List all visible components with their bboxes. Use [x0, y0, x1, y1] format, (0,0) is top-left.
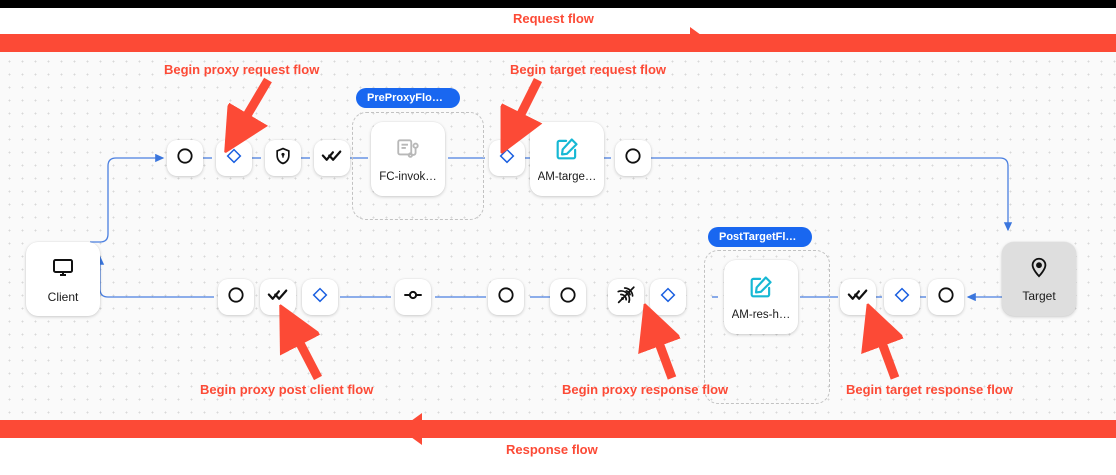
blue-diamond-icon: [311, 286, 329, 309]
circle-icon: [623, 146, 643, 171]
annotation-begin-proxy-response-flow: Begin proxy response flow: [562, 382, 729, 397]
request-flow-arrowhead: [690, 27, 712, 59]
double-check-icon: [267, 284, 289, 311]
step-rq-3[interactable]: [265, 140, 301, 176]
circle-icon: [226, 285, 246, 310]
response-flow-label: Response flow: [506, 442, 598, 457]
annotation-begin-proxy-post-client-flow: Begin proxy post client flow: [200, 382, 374, 397]
client-endpoint-label: Client: [47, 289, 79, 304]
step-rs-3[interactable]: [302, 279, 338, 315]
annotation-begin-target-request-flow: Begin target request flow: [510, 62, 667, 77]
step-rs-12[interactable]: [928, 279, 964, 315]
blue-diamond-icon: [225, 147, 243, 170]
edge-layer: [90, 153, 1036, 305]
step-rq-6[interactable]: [489, 140, 525, 176]
blue-diamond-icon: [498, 147, 516, 170]
circle-icon: [496, 285, 516, 310]
response-flow-bar: [0, 420, 1116, 438]
step-rs-5[interactable]: [488, 279, 524, 315]
circle-icon: [175, 146, 195, 171]
step-rs-10[interactable]: [840, 279, 876, 315]
blue-diamond-icon: [893, 286, 911, 309]
double-check-icon: [321, 145, 343, 172]
group-preproxyflowhook[interactable]: [352, 112, 484, 220]
request-flow-label: Request flow: [513, 11, 594, 26]
step-rq-5[interactable]: FC-invok…: [371, 122, 450, 201]
window-top-strip: [0, 0, 1116, 8]
step-rq-7[interactable]: AM-targe…: [530, 122, 604, 196]
step-rs-9-label: AM-res-h…: [731, 308, 791, 321]
monitor-icon: [51, 255, 75, 284]
group-posttargetflowhook[interactable]: [704, 250, 830, 404]
circle-icon: [936, 285, 956, 310]
edit-square-icon: [554, 136, 580, 167]
response-flow-arrowhead: [400, 413, 422, 445]
target-endpoint-node[interactable]: Target: [1002, 242, 1076, 316]
step-rs-6[interactable]: [550, 279, 586, 315]
step-rs-11[interactable]: [884, 279, 920, 315]
step-rs-4[interactable]: [395, 279, 431, 315]
annotation-begin-target-response-flow: Begin target response flow: [846, 382, 1013, 397]
diagram-viewport[interactable]: Client Target PreProxyFlowH… PostTargetF…: [0, 52, 1116, 420]
target-endpoint-label: Target: [1022, 288, 1056, 303]
step-rq-7-label: AM-targe…: [537, 170, 597, 183]
broadcast-icon: [615, 284, 637, 311]
flow-hook-icon: [395, 136, 421, 167]
location-pin-icon: [1028, 256, 1050, 283]
step-rs-7[interactable]: [608, 279, 644, 315]
edit-square-icon: [748, 274, 774, 305]
client-endpoint-node[interactable]: Client: [26, 242, 100, 316]
request-flow-bar: [0, 34, 1116, 52]
step-rs-2[interactable]: [260, 279, 296, 315]
step-rs-9[interactable]: AM-res-h…: [724, 260, 803, 339]
step-rq-5-label: FC-invok…: [379, 170, 437, 183]
step-rq-2[interactable]: [216, 140, 252, 176]
shield-lock-icon: [273, 146, 293, 171]
step-rq-4[interactable]: [314, 140, 350, 176]
step-rs-8[interactable]: [650, 279, 686, 315]
circle-icon: [558, 285, 578, 310]
blue-diamond-icon: [659, 286, 677, 309]
group-pill-posttargetflowhook[interactable]: PostTargetFlow…: [708, 227, 812, 247]
double-check-icon: [847, 284, 869, 311]
step-rs-1[interactable]: [218, 279, 254, 315]
node-link-icon: [402, 284, 424, 311]
annotation-begin-proxy-request-flow: Begin proxy request flow: [164, 62, 320, 77]
group-pill-preproxyflowhook[interactable]: PreProxyFlowH…: [356, 88, 460, 108]
step-rq-1[interactable]: [167, 140, 203, 176]
step-rq-8[interactable]: [615, 140, 651, 176]
